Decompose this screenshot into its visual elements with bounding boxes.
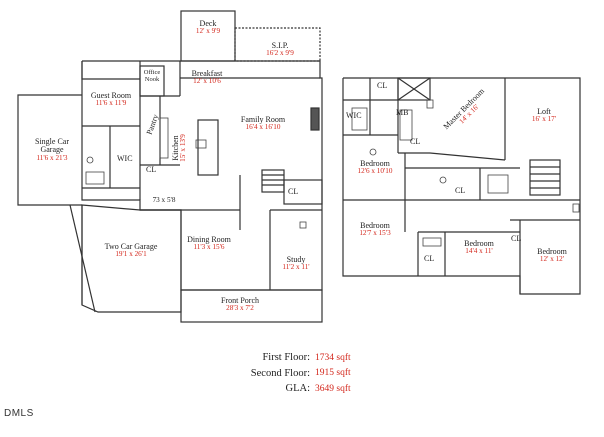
room-dims: 11'6 x 21'3 bbox=[36, 153, 68, 162]
tag-cl-hall-b: CL bbox=[455, 186, 466, 195]
sip-outline bbox=[234, 27, 321, 62]
room-name: Two Car Garage bbox=[104, 242, 158, 251]
room-name: Bedroom bbox=[464, 239, 494, 248]
room-bedroom-a: Bedroom 12'6 x 10'10 bbox=[348, 159, 402, 176]
room-name: Single Car Garage bbox=[35, 137, 69, 155]
tag-cl-bed-c: CL bbox=[424, 254, 435, 263]
room-loft: Loft 16' x 17' bbox=[524, 107, 564, 124]
room-breakfast: Breakfast 12' x 10'6 bbox=[182, 69, 232, 86]
second-stairs bbox=[529, 159, 561, 196]
room-single-garage: Single Car Garage 11'6 x 21'3 bbox=[24, 137, 80, 162]
second-floor-row: Second Floor: 1915 sqft bbox=[200, 366, 351, 382]
tag-cl-stairs: CL bbox=[288, 187, 299, 196]
room-dims: 11'3 x 15'6 bbox=[193, 243, 225, 252]
foyer-dimension: 73 x 5'8 bbox=[148, 196, 180, 205]
tag-cl-master: CL bbox=[377, 81, 388, 90]
room-dims: 16'2 x 9'9 bbox=[266, 49, 294, 58]
room-name: Dining Room bbox=[187, 235, 231, 244]
room-front-porch: Front Porch 28'3 x 7'2 bbox=[210, 296, 270, 313]
room-name: Bedroom bbox=[360, 221, 390, 230]
first-floor-row: First Floor: 1734 sqft bbox=[200, 350, 351, 366]
room-two-car-garage: Two Car Garage 19'1 x 26'1 bbox=[96, 242, 166, 259]
room-dims: 16' x 17' bbox=[531, 115, 557, 124]
first-floor-value: 1734 sqft bbox=[315, 352, 351, 363]
room-dims: 11'6 x 11'9 bbox=[95, 99, 127, 108]
room-dims: 15' x 13'9 bbox=[179, 134, 188, 162]
room-name: Family Room bbox=[240, 115, 286, 124]
room-name: Office Nook bbox=[143, 69, 161, 83]
room-bedroom-d: Bedroom 12' x 12' bbox=[526, 247, 578, 264]
gla-row: GLA: 3649 sqft bbox=[200, 381, 351, 397]
dmls-logo: DMLS bbox=[4, 408, 34, 419]
second-floor-label: Second Floor: bbox=[250, 367, 310, 379]
room-name: S.I.P. bbox=[271, 41, 289, 50]
room-dims: 73 x 5'8 bbox=[152, 196, 176, 204]
room-name: Front Porch bbox=[221, 296, 259, 305]
room-name: Loft bbox=[537, 107, 551, 116]
room-name: Bedroom bbox=[360, 159, 390, 168]
room-bedroom-b: Bedroom 12'7 x 15'3 bbox=[348, 221, 402, 238]
tag-wic-first: WIC bbox=[117, 154, 133, 163]
single-garage-outline bbox=[17, 94, 82, 206]
room-sip: S.I.P. 16'2 x 9'9 bbox=[250, 41, 310, 58]
room-dims: 16'4 x 16'10 bbox=[245, 123, 281, 132]
tag-mb: MB bbox=[396, 108, 409, 117]
room-name: Deck bbox=[199, 19, 217, 28]
room-dims: 19'1 x 26'1 bbox=[115, 250, 147, 259]
room-dims: 12' x 9'9 bbox=[195, 27, 221, 36]
room-office-nook: Office Nook bbox=[141, 69, 163, 84]
room-name: Bedroom bbox=[537, 247, 567, 256]
gla-value: 3649 sqft bbox=[315, 383, 351, 394]
kitchen-island bbox=[197, 119, 219, 176]
room-dims: 11'2 x 11' bbox=[282, 263, 310, 272]
tag-cl-bed-d: CL bbox=[511, 234, 522, 243]
room-dims: 12' x 12' bbox=[539, 255, 565, 264]
room-kitchen: Kitchen 15' x 13'9 bbox=[171, 128, 188, 168]
room-dims: 28'3 x 7'2 bbox=[226, 304, 254, 313]
room-dims: 12' x 10'6 bbox=[193, 77, 221, 86]
room-deck: Deck 12' x 9'9 bbox=[186, 19, 230, 36]
second-floor-value: 1915 sqft bbox=[315, 368, 351, 379]
room-dining: Dining Room 11'3 x 15'6 bbox=[184, 235, 234, 252]
room-dims: 14'4 x 11' bbox=[465, 247, 493, 256]
gla-label: GLA: bbox=[285, 383, 311, 395]
room-name: Study bbox=[286, 255, 306, 264]
room-guest: Guest Room 11'6 x 11'9 bbox=[86, 91, 136, 108]
room-study: Study 11'2 x 11' bbox=[274, 255, 318, 272]
square-footage-summary: First Floor: 1734 sqft Second Floor: 191… bbox=[200, 350, 351, 397]
tag-cl-hall-a: CL bbox=[410, 137, 421, 146]
room-dims: 12'6 x 10'10 bbox=[357, 167, 393, 176]
room-bedroom-c: Bedroom 14'4 x 11' bbox=[452, 239, 506, 256]
room-family: Family Room 16'4 x 16'10 bbox=[228, 115, 298, 132]
first-floor-label: First Floor: bbox=[262, 352, 310, 364]
room-name: Breakfast bbox=[191, 69, 223, 78]
room-name: Guest Room bbox=[90, 91, 132, 100]
tag-cl-first: CL bbox=[146, 165, 157, 174]
first-stairs bbox=[261, 169, 285, 193]
room-dims: 12'7 x 15'3 bbox=[359, 229, 391, 238]
tag-wic-master: WIC bbox=[346, 111, 362, 120]
